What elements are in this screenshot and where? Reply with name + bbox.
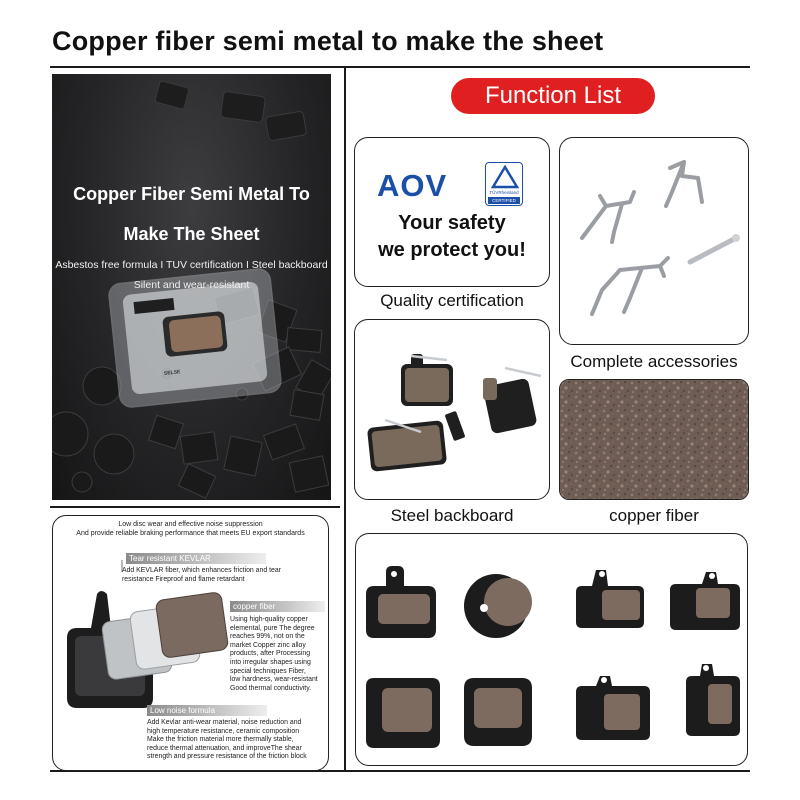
hero-subtitle-line1: Asbestos free formula I TUV certificatio… xyxy=(55,259,328,271)
kevlar-text-line2: resistance Fireproof and flame retardant xyxy=(122,575,245,583)
copper-text-line8: low hardness, wear-resistant xyxy=(230,676,318,684)
copper-text: Using high-quality copper elemental, pur… xyxy=(230,616,318,693)
features-header-line1: Low disc wear and effective noise suppre… xyxy=(118,521,263,528)
slogan-line1: Your safety xyxy=(398,212,506,234)
pad-layers-illustration xyxy=(67,591,229,708)
accessories-illustration xyxy=(580,160,740,316)
page-title: Copper fiber semi metal to make the shee… xyxy=(52,26,604,56)
tuv-certified-icon: TÜVRheinland CERTIFIED xyxy=(485,162,523,206)
accessories-caption: Complete accessories xyxy=(570,352,738,371)
copper-fiber-card xyxy=(559,379,749,500)
quality-certification-card: AOV TÜVRheinland CERTIFIED Your safety w… xyxy=(354,137,550,287)
noise-text-line5: strength and pressure resistance of the … xyxy=(147,753,307,761)
copper-tag: copper fiber xyxy=(230,601,325,612)
copper-text-line4: market Copper zinc alloy xyxy=(230,641,306,649)
features-header-line2: And provide reliable braking performance… xyxy=(76,530,305,537)
copper-fiber-caption: copper fiber xyxy=(609,506,699,525)
kevlar-tag: Tear resistant KEVLAR xyxy=(126,553,266,564)
hero-subtitle-line2: Silent and wear-resistant xyxy=(133,279,250,291)
noise-text-line1: Add Kevlar anti-wear material, noise red… xyxy=(147,719,302,726)
copper-text-line6: into irregular shapes using xyxy=(230,658,311,666)
copper-text-line1: Using high-quality copper xyxy=(230,616,308,623)
divider-top xyxy=(50,66,750,68)
features-panel: Low disc wear and effective noise suppre… xyxy=(52,515,329,771)
tuv-triangle-icon xyxy=(490,164,520,189)
hero-title-line2: Make The Sheet xyxy=(123,224,260,244)
aov-logo: AOV xyxy=(377,168,448,203)
noise-text-line4: reduce thermal attenuation, and improveT… xyxy=(147,744,302,752)
kevlar-text: Add KEVLAR fiber, which enhances frictio… xyxy=(122,567,281,584)
steel-backboard-card xyxy=(354,319,550,500)
copper-text-line9: Good thermal conductivity. xyxy=(230,684,312,692)
tuv-label: TÜVRheinland xyxy=(489,190,519,195)
steel-backboard-caption: Steel backboard xyxy=(390,506,514,525)
copper-text-line3: reaches 99%, not on the xyxy=(230,633,305,641)
hero-brake-pads-illustration xyxy=(52,80,331,499)
divider-vertical xyxy=(344,66,346,772)
kevlar-connector-line xyxy=(121,560,123,572)
brake-pads-collection-illustration xyxy=(366,566,740,748)
brake-pads-collection-card xyxy=(355,533,748,766)
copper-fiber-texture xyxy=(560,380,748,499)
function-list-badge: Function List xyxy=(451,78,655,114)
steel-backboard-illustration xyxy=(367,354,542,472)
noise-text: Add Kevlar anti-wear material, noise red… xyxy=(147,719,307,762)
hero-product-image: Copper Fiber Semi Metal To Make The Shee… xyxy=(52,74,331,500)
divider-bottom xyxy=(50,770,750,772)
copper-text-line2: elemental, pure The degree xyxy=(230,624,315,632)
kevlar-text-line1: Add KEVLAR fiber, which enhances frictio… xyxy=(122,567,281,574)
copper-text-line7: special techniques Fiber, xyxy=(230,667,306,675)
accessories-card xyxy=(559,137,749,345)
quality-certification-caption: Quality certification xyxy=(380,291,524,310)
hero-title-line1: Copper Fiber Semi Metal To xyxy=(73,184,310,204)
copper-text-line5: products, after Processing xyxy=(230,650,311,658)
noise-tag: Low noise formula xyxy=(147,705,267,716)
noise-text-line2: high temperature resistance, ceramic com… xyxy=(147,727,300,735)
certified-label: CERTIFIED xyxy=(488,197,520,204)
noise-text-line3: Make the friction material more thermall… xyxy=(147,736,294,744)
slogan-line2: we protect you! xyxy=(378,239,526,261)
divider-middle xyxy=(50,506,340,508)
